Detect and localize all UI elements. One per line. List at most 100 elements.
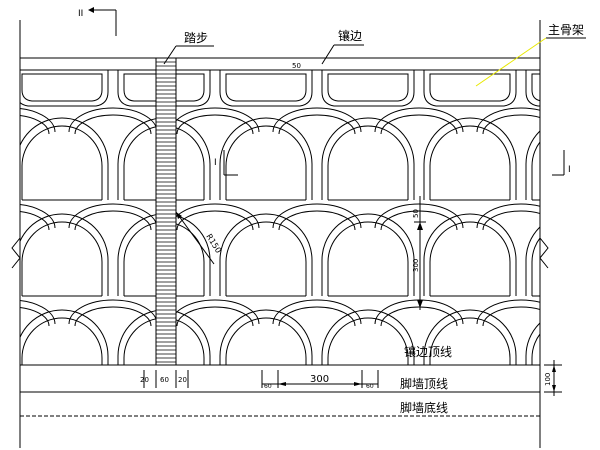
arch-inner xyxy=(531,237,540,296)
foot-wall-height-dim: 100 xyxy=(544,360,562,396)
scallop-inner xyxy=(74,114,152,135)
edge-trim-label: 镶边 xyxy=(321,28,364,65)
scallop-outer xyxy=(170,299,260,325)
scallop-outer xyxy=(476,299,540,325)
svg-text:60: 60 xyxy=(160,376,169,384)
svg-text:镶边顶线: 镶边顶线 xyxy=(404,344,452,359)
arch-inner xyxy=(429,125,511,200)
svg-text:100: 100 xyxy=(544,373,552,386)
svg-text:50: 50 xyxy=(292,62,301,70)
arch-outer xyxy=(525,226,540,296)
top-cell-inner xyxy=(327,73,409,102)
svg-text:镶边: 镶边 xyxy=(338,28,362,43)
arch-inner xyxy=(429,221,511,296)
top-cell-inner xyxy=(429,73,511,102)
scallop-outer xyxy=(272,203,362,229)
scallop-inner xyxy=(482,306,540,327)
step-dims: 20 60 20 xyxy=(140,370,189,388)
arch-outer xyxy=(219,213,313,296)
scallop-outer xyxy=(68,299,158,325)
arch-outer xyxy=(423,117,517,200)
top-cell-inner xyxy=(531,73,540,102)
tread-column xyxy=(155,57,177,366)
arch-outer xyxy=(20,213,109,296)
svg-text:50: 50 xyxy=(412,209,420,218)
scallop-inner xyxy=(176,114,254,135)
scallop-inner xyxy=(20,307,50,327)
top-cell-inner xyxy=(21,73,103,102)
arch-inner xyxy=(327,317,409,365)
arch-outer xyxy=(423,213,517,296)
svg-text:踏步: 踏步 xyxy=(184,31,208,45)
scallop-outer xyxy=(272,299,362,325)
main-frame-label: 主骨架 xyxy=(475,23,586,87)
arch-outer xyxy=(423,309,517,365)
scallop-inner xyxy=(380,114,458,135)
top-cell xyxy=(219,70,313,107)
arch-outer xyxy=(321,117,415,200)
scallop-outer xyxy=(374,107,464,133)
svg-text:60: 60 xyxy=(366,383,374,390)
arch-outer xyxy=(219,309,313,365)
scallop-inner xyxy=(74,210,152,231)
arch-outer xyxy=(525,130,540,200)
scallop-outer xyxy=(20,108,56,133)
scallop-inner xyxy=(176,210,254,231)
scallop-inner xyxy=(278,306,356,327)
svg-text:60: 60 xyxy=(264,383,272,390)
arch-inner xyxy=(225,125,307,200)
scallop-outer xyxy=(579,108,600,132)
foot-wall-top-label: 脚墙顶线 xyxy=(400,376,448,391)
arch-inner xyxy=(21,221,103,296)
scallop-outer xyxy=(68,107,158,133)
svg-text:300: 300 xyxy=(310,374,329,385)
svg-text:I: I xyxy=(214,158,217,168)
top-cell xyxy=(525,70,540,107)
top-cell-inner xyxy=(225,73,307,102)
svg-text:20: 20 xyxy=(140,376,149,384)
svg-text:脚墙顶线: 脚墙顶线 xyxy=(400,376,448,391)
top-cell-inner xyxy=(123,73,205,102)
scallop-outer xyxy=(170,107,260,133)
top-cell xyxy=(0,70,6,106)
arch-outer xyxy=(20,117,109,200)
arch-inner xyxy=(429,317,511,365)
scallop-outer xyxy=(579,300,600,324)
arch-inner xyxy=(21,125,103,200)
section-mark-left: I xyxy=(214,150,238,176)
arch-inner xyxy=(327,221,409,296)
arch-outer xyxy=(0,310,6,392)
arch-span-dim: 60 300 60 xyxy=(261,370,379,390)
svg-text:主骨架: 主骨架 xyxy=(548,23,584,37)
scallop-outer xyxy=(476,107,540,133)
arch-inner xyxy=(225,221,307,296)
foot-wall-bottom-label: 脚墙底线 xyxy=(400,400,448,415)
scallop-outer xyxy=(374,203,464,229)
arch-height-dim: 50 300 xyxy=(412,196,426,310)
scallop-inner xyxy=(585,211,600,230)
svg-text:II: II xyxy=(78,9,83,19)
svg-text:300: 300 xyxy=(412,259,420,272)
top-cell xyxy=(321,70,415,107)
arch-inner xyxy=(21,317,103,365)
arch-inner xyxy=(327,125,409,200)
edge-top-line-label: 镶边顶线 xyxy=(404,344,452,359)
scallop-inner xyxy=(20,115,50,135)
section-mark-right: I xyxy=(552,150,571,176)
arch-inner xyxy=(225,317,307,365)
scallop-outer xyxy=(20,300,56,325)
top-cell xyxy=(423,70,517,107)
scallop-outer xyxy=(579,204,600,228)
svg-text:脚墙底线: 脚墙底线 xyxy=(400,400,448,415)
section-mark-top-left: II xyxy=(78,7,117,36)
scallop-inner xyxy=(176,306,254,327)
top-cell xyxy=(20,70,109,107)
arch-outer xyxy=(20,309,109,365)
scallop-inner xyxy=(585,115,600,134)
scallop-outer xyxy=(170,203,260,229)
tread-body xyxy=(155,57,177,366)
arch-outer xyxy=(0,214,6,296)
tread-label: 踏步 xyxy=(163,31,214,65)
scallop-outer xyxy=(20,204,56,229)
svg-text:I: I xyxy=(568,165,571,175)
